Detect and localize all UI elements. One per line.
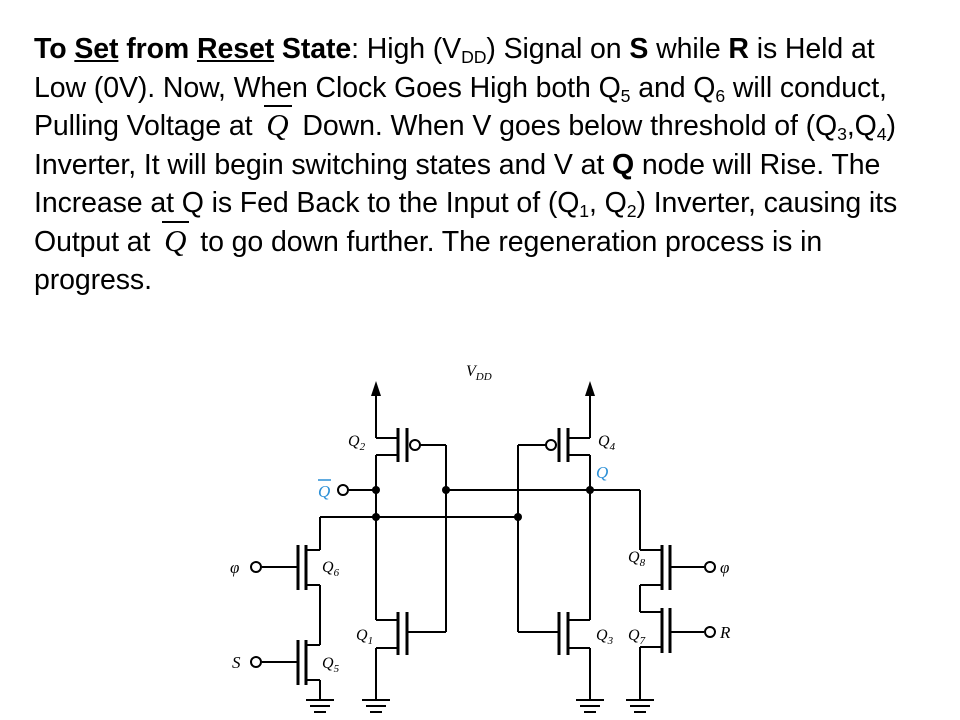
text-run: ,Q bbox=[846, 110, 877, 142]
q2-bubble bbox=[409, 439, 421, 451]
text-run: ) Inverter, It will begin switching stat… bbox=[34, 110, 896, 181]
text-run: and Q bbox=[630, 71, 716, 104]
qbar-terminal bbox=[337, 484, 349, 496]
s-label: S bbox=[232, 653, 241, 672]
text-run: from bbox=[118, 33, 197, 65]
qbar-node-label: Q bbox=[318, 482, 330, 501]
subscript: DD bbox=[461, 46, 487, 67]
subscript: 2 bbox=[626, 200, 637, 221]
subscript: 4 bbox=[876, 123, 887, 144]
subscript: 5 bbox=[620, 85, 631, 106]
text-run: node will Rise. The Increase at Q is Fed… bbox=[34, 148, 881, 220]
phi-right-label: φ bbox=[720, 558, 729, 577]
phi-left-terminal bbox=[250, 561, 262, 573]
q-bold: Q bbox=[611, 148, 635, 181]
text-run: ) Signal on bbox=[486, 33, 630, 65]
q6-label: Q6 bbox=[322, 559, 340, 579]
r-terminal bbox=[704, 626, 716, 638]
q-bar-symbol: Q bbox=[260, 105, 294, 140]
subscript: 1 bbox=[579, 200, 590, 221]
text-run: S bbox=[629, 33, 649, 65]
q-node-label: Q bbox=[596, 463, 608, 482]
text-run: is Held at Low (0V). Now, When Clock Goe… bbox=[34, 33, 875, 104]
text-run: while bbox=[648, 33, 729, 65]
text-run: Down. When V goes below threshold of (Q bbox=[294, 110, 838, 142]
subscript: 3 bbox=[837, 123, 847, 144]
q-bar-symbol: Q bbox=[158, 220, 192, 256]
r-label: R bbox=[719, 623, 731, 642]
q8-label: Q8 bbox=[628, 549, 646, 569]
phi-right-terminal bbox=[704, 561, 716, 573]
reset-underlined: Reset bbox=[196, 33, 275, 65]
q3-label: Q3 bbox=[596, 627, 614, 647]
text-run: R bbox=[728, 33, 749, 65]
text-run: will conduct, Pulling Voltage at bbox=[34, 71, 887, 143]
text-run: , Q bbox=[589, 187, 627, 219]
q1-label: Q1 bbox=[356, 627, 373, 647]
set-underlined: Set bbox=[74, 33, 119, 65]
ground-symbols bbox=[306, 699, 654, 713]
text-run: : High (V bbox=[351, 33, 462, 65]
vdd-arrow-right bbox=[585, 381, 595, 396]
text-run: ) Inverter, causing its Output at bbox=[34, 187, 898, 258]
subscript: 6 bbox=[715, 85, 726, 106]
text-run: to go down further. The regeneration pro… bbox=[34, 225, 823, 297]
phi-left-label: φ bbox=[230, 558, 239, 577]
slide-paragraph: To Set from Reset State: High (VDD) Sign… bbox=[34, 30, 934, 300]
text-run: State bbox=[274, 33, 352, 65]
s-terminal bbox=[250, 656, 262, 668]
q2-label: Q2 bbox=[348, 433, 366, 453]
vdd-label: VDD bbox=[466, 363, 492, 383]
q7-label: Q7 bbox=[628, 627, 646, 647]
vdd-arrow-left bbox=[371, 381, 381, 396]
junction-dots bbox=[372, 486, 594, 521]
q4-bubble bbox=[545, 439, 557, 451]
text-run: To bbox=[34, 33, 75, 65]
q4-label: Q4 bbox=[598, 433, 616, 453]
q5-label: Q5 bbox=[322, 655, 340, 675]
